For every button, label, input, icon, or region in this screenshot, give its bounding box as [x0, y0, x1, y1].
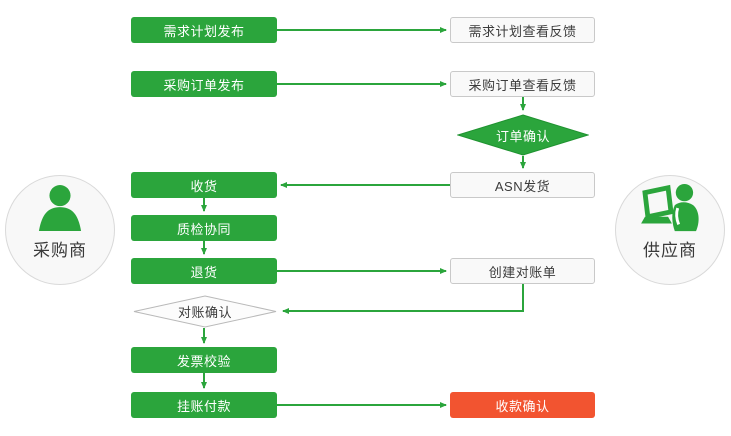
node-demand-plan-publish: 需求计划发布: [131, 17, 277, 43]
node-pending-payment: 挂账付款: [131, 392, 277, 418]
recon-confirm-label: 对账确认: [177, 305, 232, 320]
node-recon-confirm-diamond: 对账确认: [133, 295, 277, 328]
node-purchase-order-publish: 采购订单发布: [131, 71, 277, 97]
buyer-label: 采购商: [33, 241, 87, 260]
arrow-statement-to-recon-confirm: [282, 284, 524, 314]
node-quality-collaboration: 质检协同: [131, 215, 277, 241]
node-order-confirm-diamond: 订单确认: [457, 114, 589, 156]
buyer-actor: 采购商: [5, 175, 115, 285]
node-purchase-order-feedback: 采购订单查看反馈: [450, 71, 595, 97]
supplier-actor: 供应商: [615, 175, 725, 285]
person-laptop-icon: [639, 183, 701, 234]
node-payment-receipt-confirm: 收款确认: [450, 392, 595, 418]
node-demand-plan-feedback: 需求计划查看反馈: [450, 17, 595, 43]
node-receive-goods: 收货: [131, 172, 277, 198]
node-invoice-verification: 发票校验: [131, 347, 277, 373]
node-asn-shipment: ASN发货: [450, 172, 595, 198]
person-icon: [37, 184, 83, 234]
node-create-statement: 创建对账单: [450, 258, 595, 284]
supplier-label: 供应商: [643, 241, 697, 260]
order-confirm-label: 订单确认: [495, 128, 550, 144]
node-return-goods: 退货: [131, 258, 277, 284]
